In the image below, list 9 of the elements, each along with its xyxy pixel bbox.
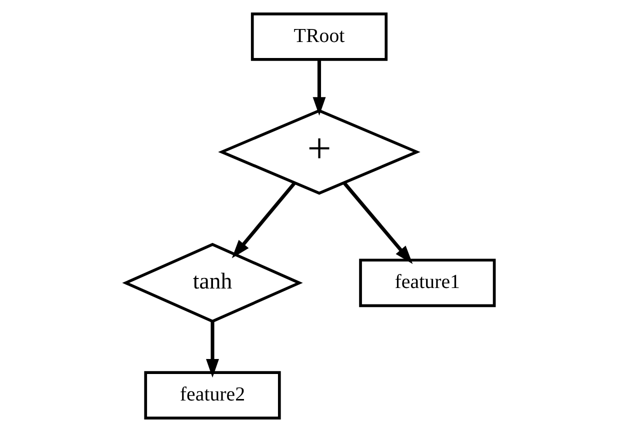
node-box: feature2 [144,371,281,420]
arrow [342,182,413,264]
arrow [312,60,326,116]
node-diamond: + [218,109,420,195]
node-box: TRoot [250,12,388,61]
node-box: feature1 [359,258,496,308]
arrow [206,321,219,378]
arrow [232,182,296,258]
node-diamond: tanh [122,242,303,323]
